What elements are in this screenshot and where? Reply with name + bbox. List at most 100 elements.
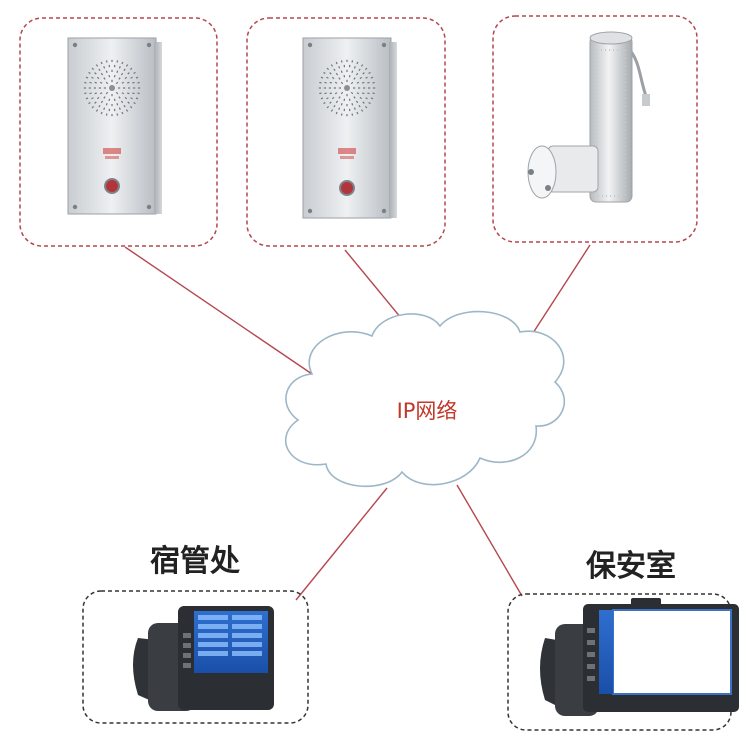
grille-hole: [360, 109, 364, 112]
grille-hole: [100, 100, 104, 104]
grille-hole: [324, 81, 327, 84]
grille-hole: [362, 101, 365, 104]
grille-hole: [338, 77, 341, 80]
grille-hole: [353, 107, 356, 110]
grille-hole: [127, 81, 130, 84]
grille-hole: [132, 92, 135, 95]
network-label: IP网络: [397, 399, 458, 423]
grille-hole: [91, 105, 95, 109]
grille-hole: [353, 96, 356, 99]
grille-hole: [115, 81, 119, 85]
link-security-room: [456, 484, 523, 597]
grille-hole: [105, 91, 109, 95]
grille-hole: [94, 92, 97, 95]
grille-hole: [105, 103, 108, 106]
grille-hole: [118, 66, 121, 69]
grille-hole: [365, 76, 368, 79]
grille-hole: [124, 96, 128, 100]
grille-hole: [356, 111, 359, 115]
grille-hole: [123, 104, 126, 108]
grille-hole: [95, 109, 99, 112]
grille-hole: [340, 70, 343, 73]
grille-hole: [103, 66, 106, 69]
desk-phone-icon: [540, 598, 739, 716]
grille-hole: [351, 103, 354, 106]
grille-hole: [100, 61, 103, 65]
intercom-2-box: [246, 17, 446, 247]
grille-hole: [103, 107, 106, 110]
grille-hole: [129, 105, 133, 109]
grille-hole: [89, 92, 92, 95]
grille-hole: [85, 97, 89, 100]
grille-hole: [127, 101, 130, 104]
grille-hole: [98, 68, 101, 72]
grille-hole: [320, 76, 324, 79]
grille-hole: [99, 92, 103, 95]
grille-hole: [320, 97, 324, 100]
grille-hole: [115, 91, 119, 95]
grille-hole: [129, 67, 133, 71]
grille-hole: [351, 70, 354, 73]
grille-hole: [365, 97, 368, 100]
grille-hole: [329, 72, 332, 75]
grille-hole: [125, 64, 129, 67]
grille-hole: [338, 96, 341, 99]
grille-hole: [130, 97, 133, 100]
grille-hole: [350, 81, 354, 85]
grille-hole: [323, 71, 326, 75]
grille-hole: [353, 66, 356, 69]
connection-lines: [124, 244, 591, 601]
grille-hole: [94, 101, 97, 104]
grille-hole: [91, 67, 95, 71]
grille-hole: [326, 67, 330, 71]
column-speaker-icon: [527, 31, 650, 203]
grille-hole: [335, 100, 339, 104]
grille-hole: [340, 81, 344, 85]
grille-hole: [121, 111, 124, 115]
grille-hole: [105, 70, 108, 73]
grille-hole: [329, 92, 332, 95]
ip-network-cloud: IP网络: [285, 310, 566, 488]
link-intercom-1: [124, 246, 313, 375]
grille-hole: [100, 72, 104, 76]
security-room-label: 保安室: [586, 549, 676, 584]
grille-hole: [94, 81, 97, 84]
grille-hole: [331, 76, 335, 80]
grille-hole: [356, 92, 360, 95]
grille-hole: [333, 104, 336, 108]
grille-hole: [367, 92, 370, 95]
grille-hole: [127, 92, 130, 95]
grille-hole: [329, 81, 332, 84]
grille-hole: [335, 111, 338, 115]
grille-hole: [364, 105, 368, 109]
grille-hole: [120, 72, 124, 76]
grille-hole: [331, 96, 335, 100]
grille-hole: [355, 72, 359, 76]
grille-hole: [370, 97, 374, 100]
grille-hole: [125, 109, 129, 112]
grille-hole: [330, 109, 334, 112]
grille-hole: [359, 96, 363, 100]
grille-hole: [334, 81, 338, 84]
grille-hole: [116, 103, 119, 106]
grille-hole: [329, 101, 332, 104]
grille-hole: [323, 101, 326, 105]
grille-hole: [121, 81, 125, 84]
grille-hole: [88, 101, 91, 105]
grille-hole: [132, 81, 135, 84]
grille-hole: [135, 76, 139, 79]
grille-hole: [362, 72, 365, 75]
grille-hole: [124, 76, 128, 80]
grille-hole: [118, 77, 121, 80]
grille-hole: [105, 81, 109, 85]
grille-hole: [89, 81, 92, 84]
grille-hole: [118, 107, 121, 110]
grille-hole: [91, 97, 94, 100]
grille-hole: [326, 105, 330, 109]
grille-hole: [362, 81, 365, 84]
grille-hole: [85, 76, 89, 79]
grille-hole: [356, 61, 359, 65]
grille-hole: [355, 100, 359, 104]
